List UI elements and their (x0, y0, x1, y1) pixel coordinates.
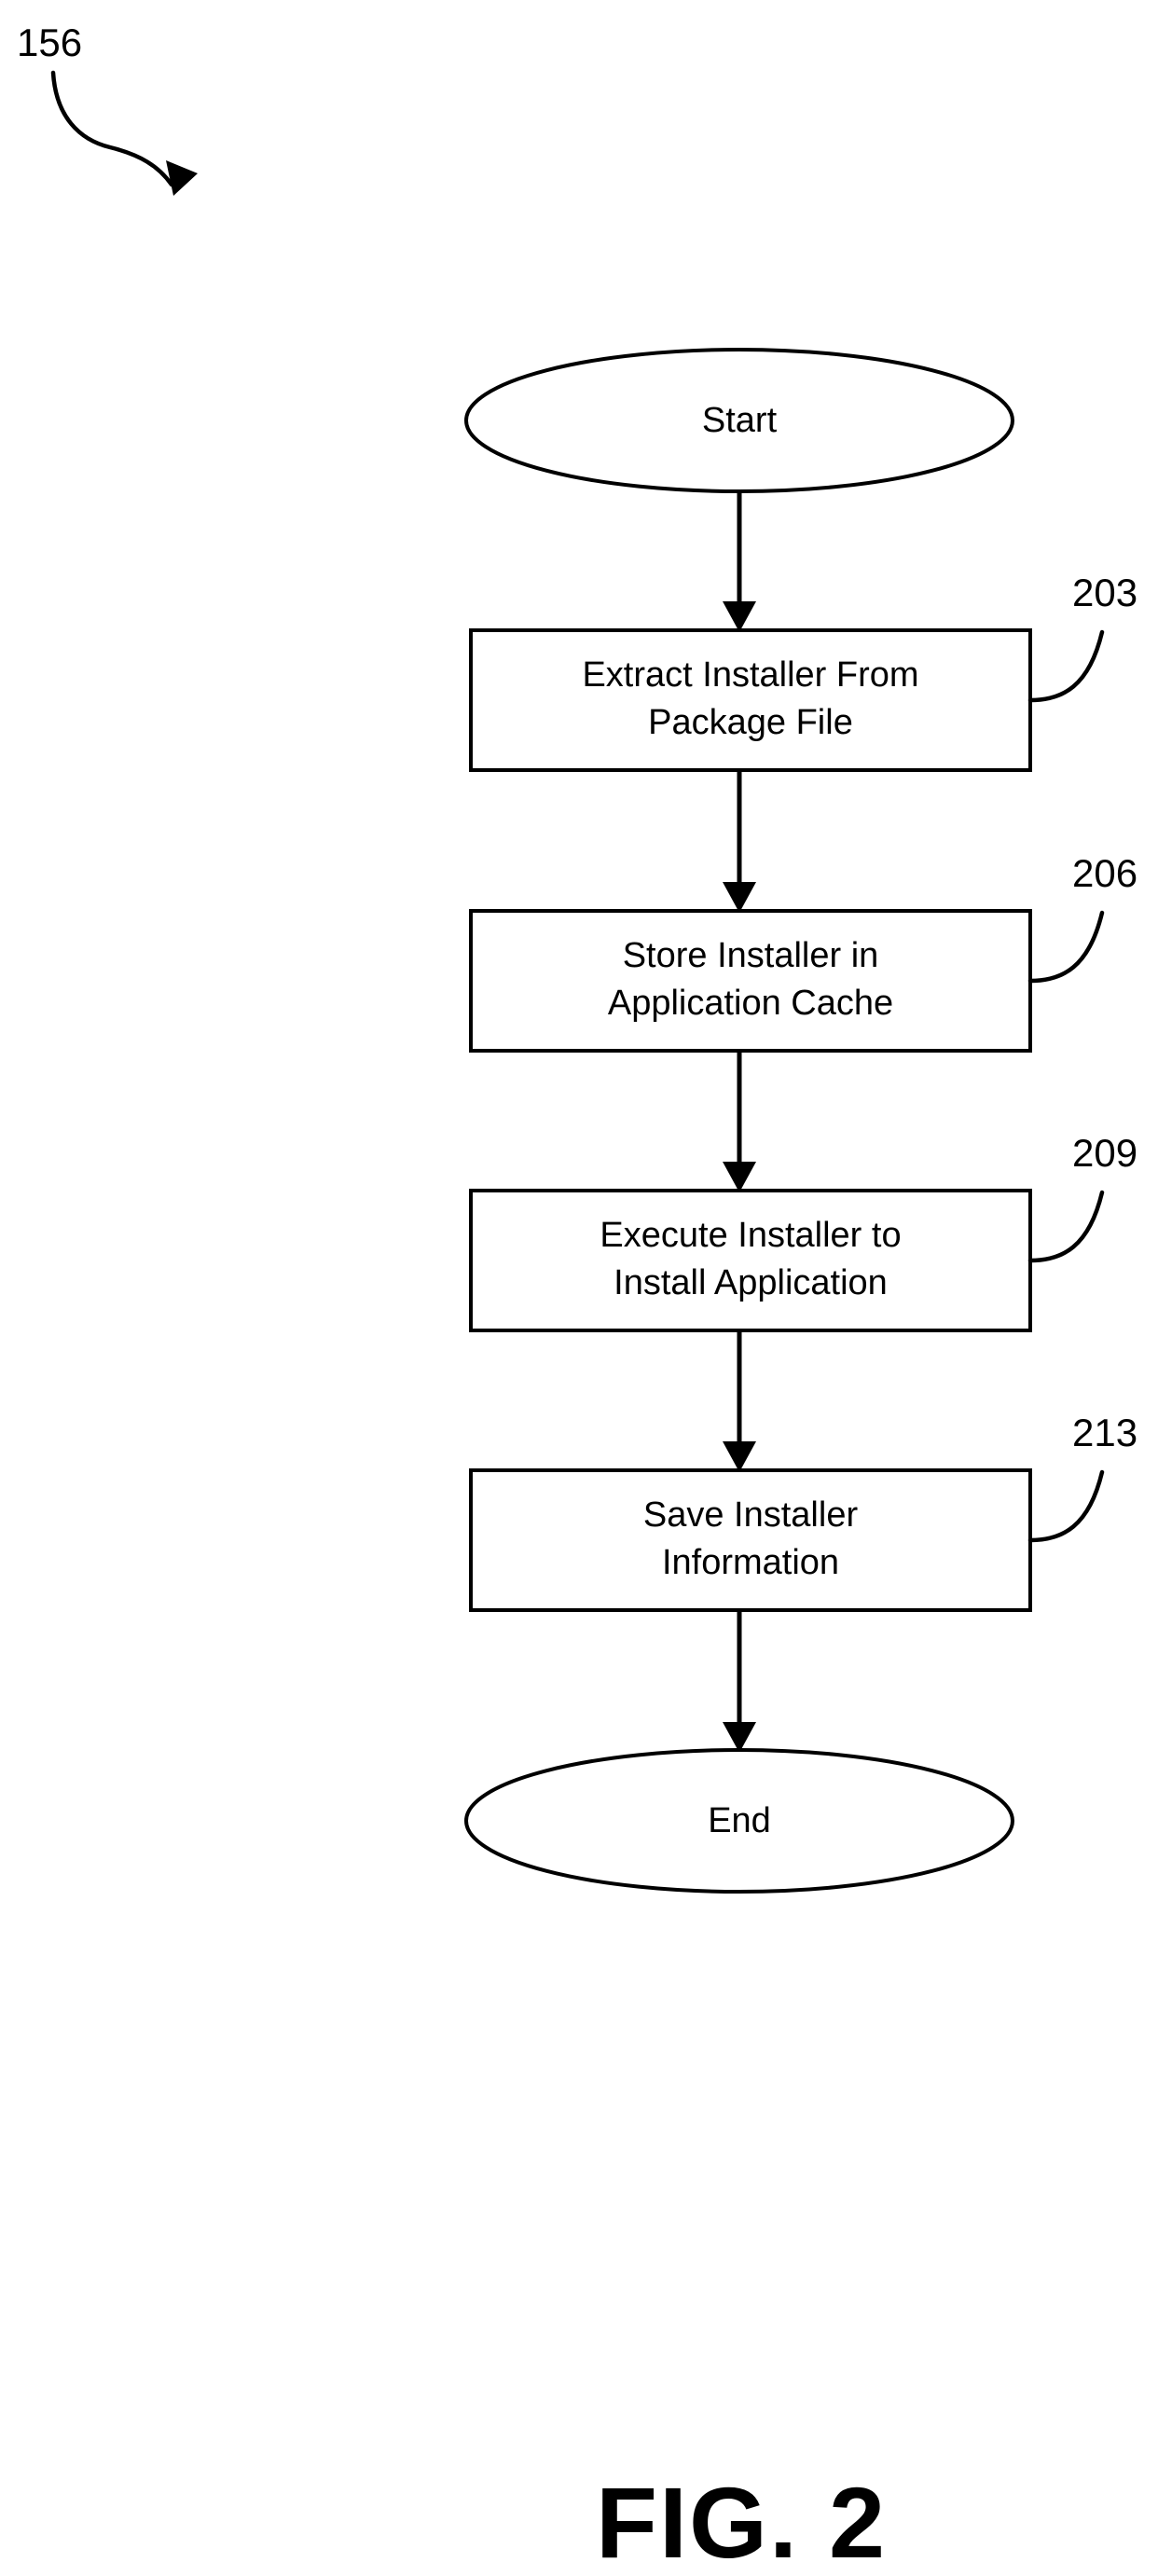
figure-reference-leader-line (50, 70, 174, 187)
node-step-213-box (469, 1468, 1032, 1612)
node-start-label: Start (702, 401, 778, 440)
node-step-203-box (469, 628, 1032, 772)
reference-number-206: 206 (1072, 851, 1137, 895)
edge-step-203-to-step-206-arrowhead (723, 882, 756, 913)
node-step-209-label-line2: Install Application (613, 1263, 888, 1302)
node-step-209-box (469, 1189, 1032, 1332)
node-step-203-label-line2: Package File (648, 703, 853, 742)
figure-reference-label-156: 156 (17, 21, 82, 64)
reference-number-213: 213 (1072, 1411, 1137, 1454)
node-step-206-label-line2: Application Cache (608, 984, 893, 1023)
leader-line-203 (1027, 629, 1105, 703)
edge-start-to-step-203-arrowhead (723, 601, 756, 632)
node-step-209-label-line1: Execute Installer to (600, 1216, 901, 1255)
node-step-206-box (469, 909, 1032, 1053)
edge-step-206-to-step-209-arrowhead (723, 1162, 756, 1192)
leader-line-206 (1027, 910, 1105, 984)
figure-caption: FIG. 2 (596, 2466, 887, 2576)
node-step-213-label-line2: Information (662, 1543, 839, 1582)
node-step-213-label-line1: Save Installer (643, 1495, 859, 1535)
reference-number-203: 203 (1072, 571, 1137, 614)
leader-line-213 (1027, 1469, 1105, 1543)
node-end-ellipse (464, 1748, 1014, 1894)
leader-line-209 (1027, 1190, 1105, 1263)
edge-step-213-to-end-arrowhead (723, 1722, 756, 1753)
figure-reference-arrowhead (166, 160, 198, 196)
node-step-203-label-line1: Extract Installer From (582, 655, 918, 695)
node-step-206-label-line1: Store Installer in (623, 936, 879, 975)
edge-step-209-to-step-213-arrowhead (723, 1441, 756, 1472)
node-end-label: End (708, 1801, 771, 1840)
reference-number-209: 209 (1072, 1131, 1137, 1175)
